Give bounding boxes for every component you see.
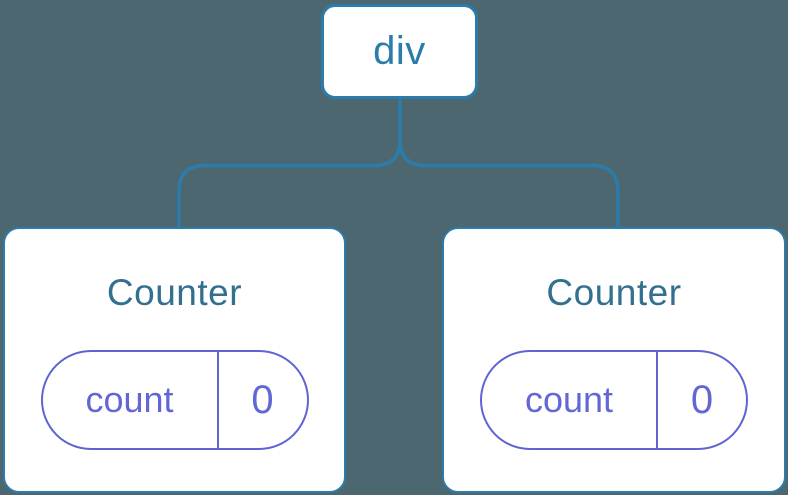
state-pill: count 0 [40, 350, 309, 450]
root-node-div: div [321, 4, 478, 99]
state-value: 0 [656, 352, 746, 448]
root-node-label: div [373, 29, 426, 73]
state-value: 0 [216, 352, 307, 448]
connector-right-branch [398, 99, 620, 227]
state-key: count [85, 379, 174, 420]
component-title: Counter [106, 272, 243, 313]
state-pill: count 0 [480, 350, 748, 450]
counter-card-right: Counter count 0 [442, 227, 786, 493]
component-title: Counter [546, 272, 682, 313]
connector-left-branch [177, 99, 402, 227]
state-key: count [524, 379, 614, 420]
counter-card-left: Counter count 0 [3, 227, 346, 493]
